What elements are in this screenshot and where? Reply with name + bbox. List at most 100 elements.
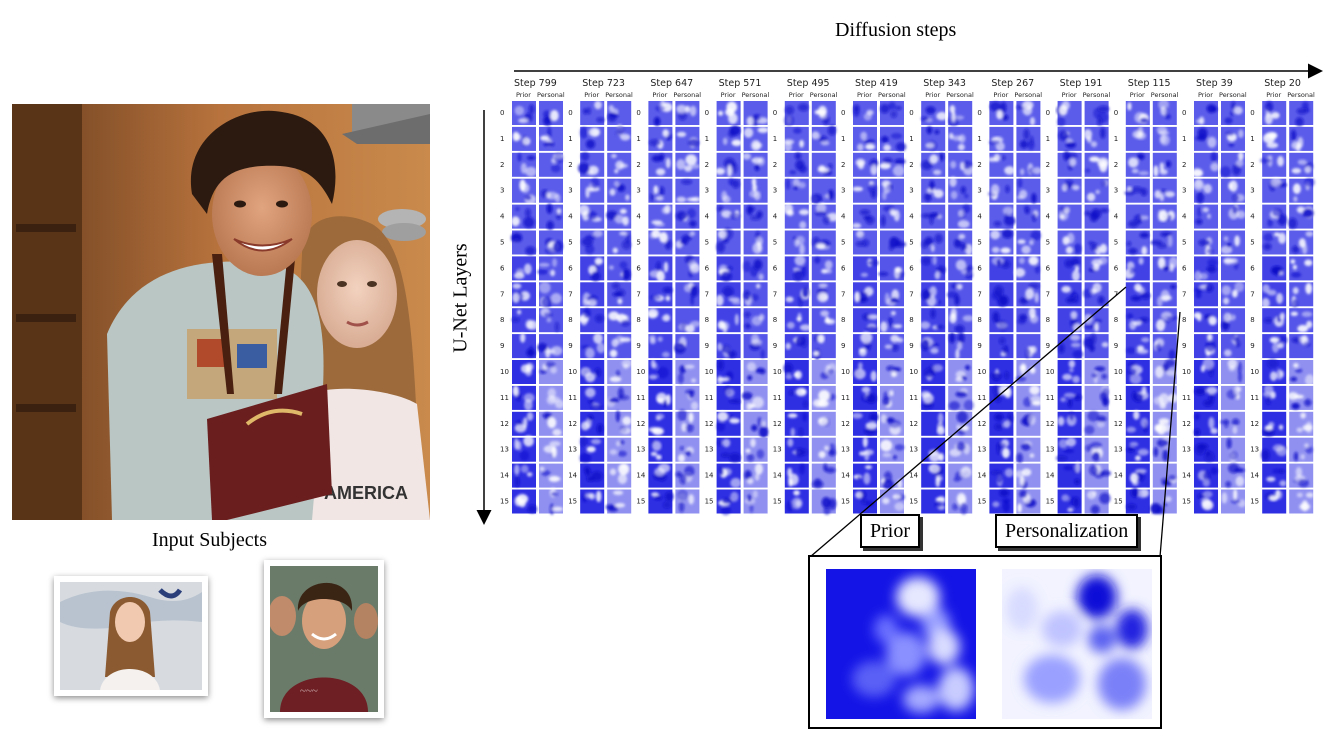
personal-attention-tile — [948, 307, 974, 334]
personal-attention-tile — [1084, 230, 1109, 256]
layer-number: 4 — [705, 213, 710, 221]
step-title-5: Step 419 — [855, 78, 898, 89]
personal-attention-tile — [1016, 230, 1042, 255]
prior-attention-tile — [716, 359, 741, 386]
prior-attention-tile — [1125, 334, 1150, 359]
personal-attention-tile — [1221, 203, 1246, 229]
layer-number: 9 — [1046, 342, 1050, 350]
layer-number: 0 — [500, 109, 504, 117]
col-personal-label: Personal — [946, 91, 974, 99]
personal-attention-tile — [1152, 463, 1178, 488]
prior-attention-tile — [716, 101, 741, 125]
prior-attention-tile — [716, 334, 741, 359]
personal-attention-tile — [946, 282, 973, 307]
layer-number: 0 — [977, 109, 981, 117]
layer-number: 14 — [909, 472, 918, 480]
prior-attention-tile — [784, 255, 809, 282]
prior-attention-tile — [989, 463, 1014, 488]
prior-attention-tile — [989, 204, 1016, 229]
prior-attention-tile — [1125, 487, 1150, 514]
prior-attention-tile — [648, 256, 673, 283]
prior-attention-tile — [989, 308, 1014, 333]
personal-attention-tile — [880, 489, 905, 514]
prior-attention-tile — [1125, 230, 1150, 256]
prior-attention-tile — [580, 256, 605, 282]
personal-attention-tile — [607, 308, 632, 333]
personal-attention-tile — [948, 463, 973, 488]
prior-attention-tile — [1125, 101, 1150, 125]
personal-attention-tile — [948, 176, 973, 203]
personal-attention-tile — [811, 463, 836, 489]
personal-attention-tile — [1289, 437, 1314, 462]
col-personal-label: Personal — [1151, 91, 1179, 99]
step-title-0: Step 799 — [514, 78, 557, 89]
prior-attention-tile — [1261, 282, 1287, 309]
layer-number: 3 — [909, 187, 913, 195]
prior-attention-tile — [580, 385, 605, 410]
prior-attention-tile — [853, 385, 877, 410]
layer-number: 4 — [568, 213, 573, 221]
personal-attention-tile — [743, 463, 768, 488]
prior-attention-tile — [580, 100, 605, 125]
prior-attention-tile — [853, 360, 877, 384]
layer-number: 6 — [636, 264, 641, 272]
layer-number: 13 — [705, 446, 714, 454]
prior-attention-tile — [921, 126, 946, 151]
personal-attention-tile — [1152, 125, 1177, 151]
prior-attention-tile — [512, 282, 536, 307]
prior-attention-tile — [989, 360, 1014, 384]
personal-attention-tile — [1221, 126, 1245, 151]
personal-attention-tile — [675, 360, 700, 384]
personal-attention-tile — [675, 489, 700, 514]
layer-number: 10 — [909, 368, 918, 376]
personal-attention-tile — [1083, 308, 1109, 333]
prior-attention-tile — [1262, 256, 1287, 281]
prior-attention-tile — [648, 463, 673, 488]
layer-number: 1 — [500, 135, 504, 143]
prior-attention-tile — [1057, 126, 1082, 151]
personal-attention-tile — [1219, 411, 1245, 436]
layer-number: 7 — [500, 290, 504, 298]
prior-attention-tile — [1193, 308, 1218, 333]
prior-attention-tile — [1057, 204, 1082, 229]
prior-attention-tile — [784, 463, 809, 488]
layer-number: 3 — [1046, 187, 1050, 195]
personal-attention-tile — [607, 437, 632, 462]
layer-number: 13 — [1250, 446, 1259, 454]
prior-attention-tile — [1057, 230, 1082, 255]
personal-attention-tile — [743, 360, 768, 384]
personal-attention-tile — [1152, 204, 1177, 229]
prior-attention-tile — [1262, 177, 1287, 203]
prior-attention-tile — [921, 230, 946, 255]
layer-number: 5 — [1250, 239, 1254, 247]
personal-attention-tile — [1221, 463, 1245, 488]
personal-attention-tile — [606, 204, 632, 229]
personal-attention-tile — [539, 487, 564, 515]
personal-attention-tile — [1221, 281, 1245, 307]
personal-attention-tile — [743, 437, 768, 462]
layer-number: 15 — [568, 498, 577, 506]
personal-attention-tile — [948, 489, 973, 515]
layer-number: 9 — [909, 342, 913, 350]
layer-number: 13 — [636, 446, 645, 454]
layer-number: 3 — [1250, 187, 1254, 195]
layer-number: 1 — [1114, 135, 1118, 143]
personal-attention-tile — [607, 178, 632, 203]
svg-text:~~~: ~~~ — [300, 685, 318, 697]
layer-number: 1 — [977, 135, 981, 143]
layer-number: 2 — [1114, 161, 1118, 169]
layer-number: 2 — [1250, 161, 1254, 169]
prior-attention-tile — [784, 152, 809, 177]
personal-attention-tile — [880, 230, 906, 255]
prior-attention-tile — [783, 101, 809, 127]
prior-attention-tile — [989, 384, 1014, 410]
prior-attention-tile — [648, 228, 673, 255]
col-personal-label: Personal — [537, 91, 565, 99]
prior-attention-tile — [1057, 489, 1082, 514]
prior-attention-tile — [580, 463, 605, 488]
layer-number: 5 — [568, 239, 572, 247]
personal-attention-tile — [1289, 411, 1314, 436]
layer-number: 2 — [568, 161, 572, 169]
layer-number: 10 — [500, 368, 509, 376]
personal-attention-tile — [1221, 178, 1245, 203]
